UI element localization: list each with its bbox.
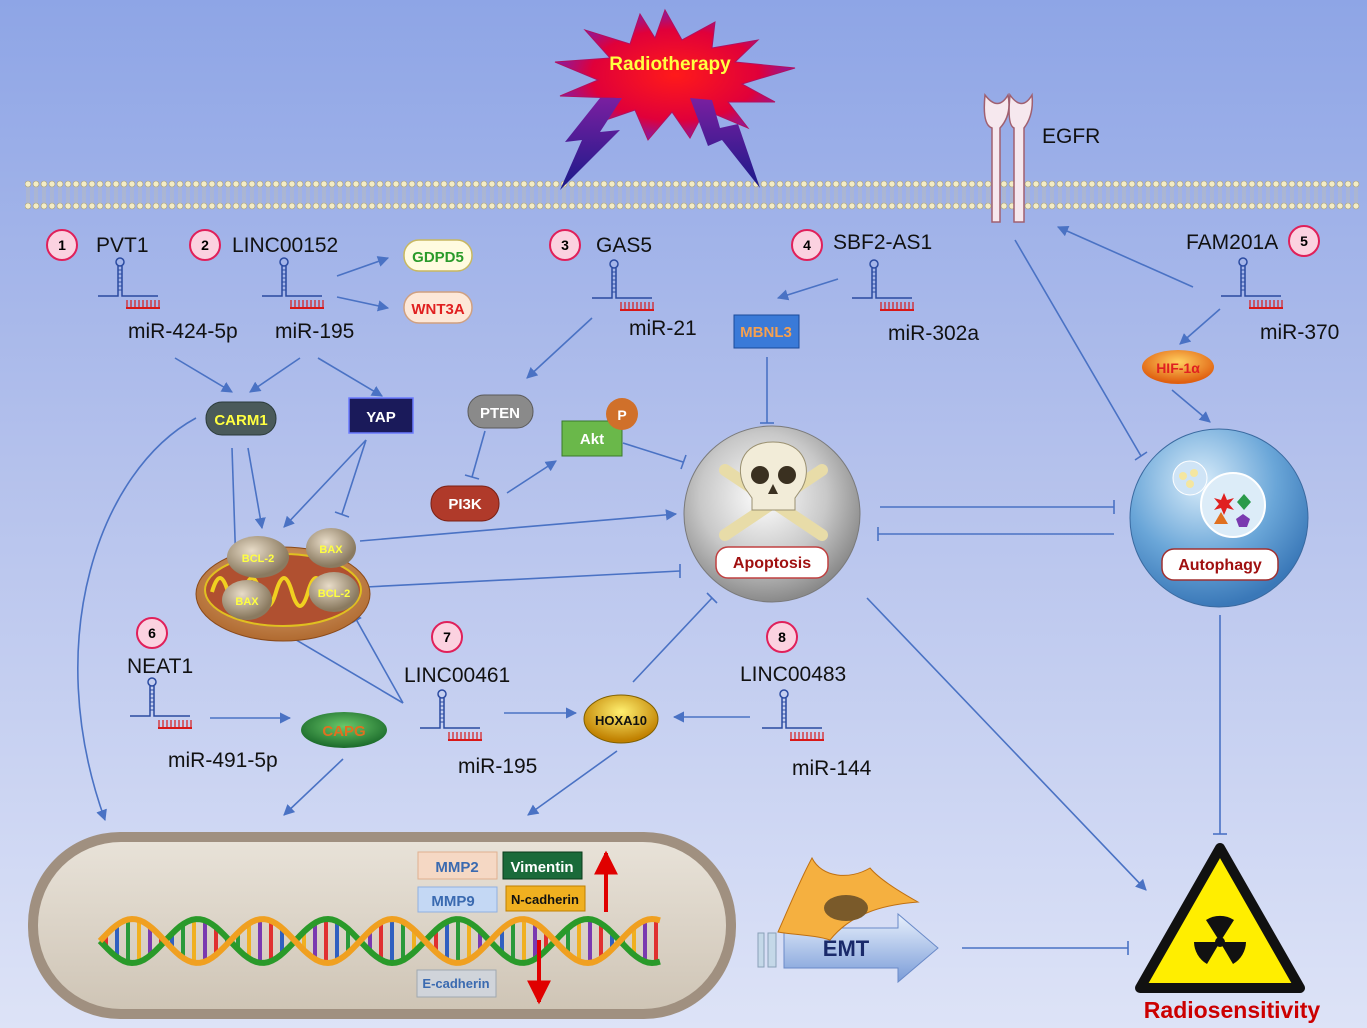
lnc-pvt1-label: PVT1 xyxy=(96,234,149,257)
bcl2-a-label: BCL-2 xyxy=(242,553,274,565)
rna-hairpin-icon xyxy=(262,257,324,309)
lnc-linc00483-label: LINC00483 xyxy=(740,663,846,686)
node-mbnl3: MBNL3 xyxy=(733,314,800,349)
hoxa10-label: HOXA10 xyxy=(595,713,647,728)
lncrna-labels: PVT1 LINC00152 GAS5 SBF2-AS1 FAM201A NEA… xyxy=(96,231,1278,687)
node-pten: PTEN xyxy=(467,394,534,429)
radiation-warning-icon xyxy=(1135,843,1305,993)
mitochondrion: BCL-2 BAX BAX BCL-2 xyxy=(195,528,371,642)
pten-label: PTEN xyxy=(480,405,520,422)
rna-hairpin-icon xyxy=(130,677,192,729)
rna-hairpin-icon xyxy=(852,259,914,311)
pathway-1-number: 1 xyxy=(58,237,66,253)
phospho-label: P xyxy=(617,407,626,423)
radiosensitivity-label: Radiosensitivity xyxy=(1144,997,1321,1023)
autophagy-node: Autophagy xyxy=(1129,428,1309,608)
cell-membrane xyxy=(25,180,1360,210)
mir-195-a-label: miR-195 xyxy=(275,320,354,343)
node-hoxa10: HOXA10 xyxy=(583,694,659,744)
wnt3a-label: WNT3A xyxy=(411,301,464,318)
dna-helix-icon xyxy=(97,915,661,967)
bax-a-label: BAX xyxy=(319,544,343,556)
emt-node: EMT xyxy=(757,856,939,984)
pathway-numbers: 1 2 3 4 5 6 7 8 xyxy=(46,225,1320,653)
egfr-label: EGFR xyxy=(1042,125,1100,148)
mirna-labels: miR-424-5p miR-195 miR-21 miR-302a miR-3… xyxy=(128,317,1339,780)
lnc-neat1-label: NEAT1 xyxy=(127,655,193,678)
vimentin-label: Vimentin xyxy=(510,859,573,876)
yap-label: YAP xyxy=(366,409,395,426)
skull-icon xyxy=(719,441,828,541)
pathway-2-number: 2 xyxy=(201,237,209,253)
pathway-7-number: 7 xyxy=(443,629,451,645)
mmp2-label: MMP2 xyxy=(435,859,478,876)
lnc-linc00152-label: LINC00152 xyxy=(232,234,338,257)
rna-hairpin-icon xyxy=(762,689,824,741)
pi3k-label: PI3K xyxy=(448,496,482,513)
pathway-6-number: 6 xyxy=(148,625,156,641)
capg-label: CAPG xyxy=(322,723,365,740)
gdpd5-label: GDPD5 xyxy=(412,249,464,266)
node-pi3k: PI3K xyxy=(430,485,500,522)
apoptosis-node: Apoptosis xyxy=(683,425,861,603)
lnc-sbf2as1-label: SBF2-AS1 xyxy=(833,231,932,254)
mbnl3-label: MBNL3 xyxy=(740,324,792,341)
radiotherapy-burst: Radiotherapy xyxy=(554,8,796,190)
node-wnt3a: WNT3A xyxy=(403,291,473,324)
emt-label: EMT xyxy=(823,936,870,961)
node-hif1a: HIF-1α xyxy=(1142,350,1214,384)
rna-hairpin-icons xyxy=(98,257,1283,741)
node-akt: Akt P xyxy=(561,398,638,457)
mir-370-label: miR-370 xyxy=(1260,321,1339,344)
carm1-label: CARM1 xyxy=(214,412,267,429)
node-carm1: CARM1 xyxy=(205,401,277,436)
pathway-4-number: 4 xyxy=(803,237,811,253)
activation-arrows xyxy=(77,225,1221,943)
bax-b-label: BAX xyxy=(235,596,259,608)
mir-195-b-label: miR-195 xyxy=(458,755,537,778)
node-yap: YAP xyxy=(348,397,414,434)
mir-491-label: miR-491-5p xyxy=(168,749,278,772)
bcl2-b-label: BCL-2 xyxy=(318,588,350,600)
nucleus: MMP2 Vimentin MMP9 N-cadherin E-cadherin xyxy=(28,832,736,1019)
ecadherin-label: E-cadherin xyxy=(422,976,489,991)
ncadherin-label: N-cadherin xyxy=(511,892,579,907)
rna-hairpin-icon xyxy=(1221,257,1283,309)
mir-144-label: miR-144 xyxy=(792,757,872,780)
rna-hairpin-icon xyxy=(592,259,654,311)
rna-hairpin-icon xyxy=(98,257,160,309)
mir-302a-label: miR-302a xyxy=(888,322,979,345)
apoptosis-label: Apoptosis xyxy=(733,555,811,572)
node-gdpd5: GDPD5 xyxy=(403,239,473,272)
pathway-8-number: 8 xyxy=(778,629,786,645)
mir-21-label: miR-21 xyxy=(629,317,697,340)
akt-label: Akt xyxy=(580,431,604,448)
hif1a-label: HIF-1α xyxy=(1156,360,1200,376)
pathway-3-number: 3 xyxy=(561,237,569,253)
egfr-receptor xyxy=(983,92,1034,223)
mmp9-label: MMP9 xyxy=(431,893,474,910)
pathway-5-number: 5 xyxy=(1300,233,1308,249)
radiotherapy-label: Radiotherapy xyxy=(609,54,731,75)
autophagy-label: Autophagy xyxy=(1178,557,1262,574)
lnc-gas5-label: GAS5 xyxy=(596,234,652,257)
mir-424-label: miR-424-5p xyxy=(128,320,238,343)
rna-hairpin-icon xyxy=(420,689,482,741)
node-capg: CAPG xyxy=(301,712,387,748)
lnc-linc00461-label: LINC00461 xyxy=(404,664,510,687)
lnc-fam201a-label: FAM201A xyxy=(1186,231,1278,254)
